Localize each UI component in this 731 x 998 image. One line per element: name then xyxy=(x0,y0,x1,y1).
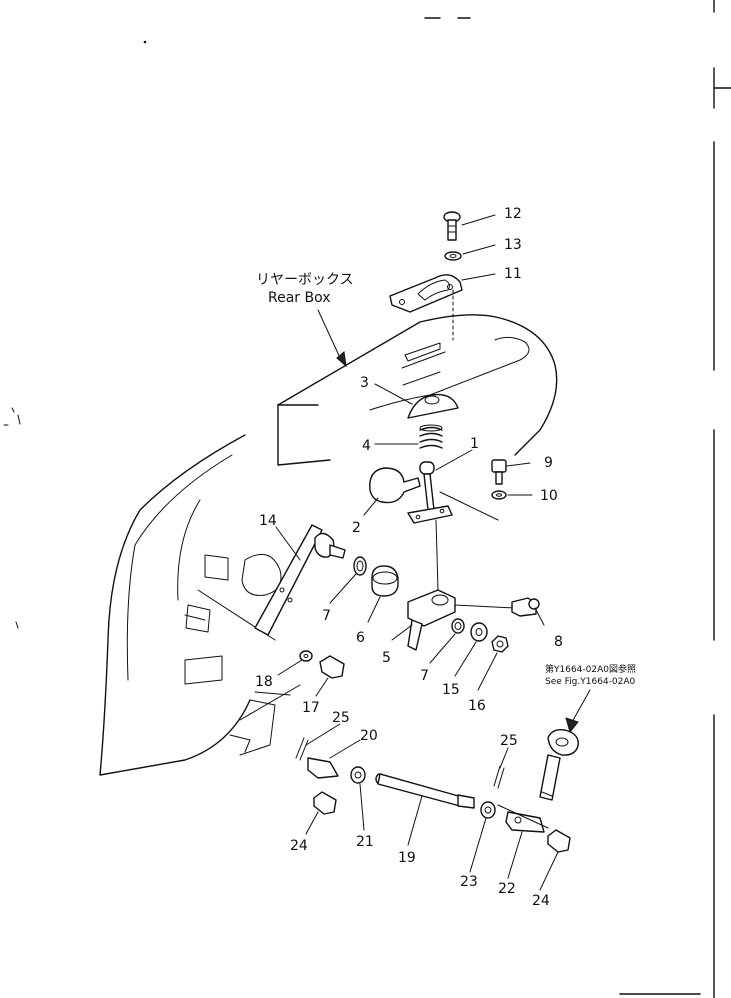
o-ring-7b xyxy=(451,618,465,634)
washer-15 xyxy=(470,622,488,642)
callout-5: 5 xyxy=(382,650,391,666)
callout-7a: 7 xyxy=(322,608,331,624)
knob-2 xyxy=(369,467,421,504)
callout-16: 16 xyxy=(468,698,486,714)
referenced-assembly xyxy=(539,728,579,801)
pin-25b xyxy=(493,765,505,789)
rear-box-caption: リヤーボックス Rear Box xyxy=(256,272,354,306)
rod-19 xyxy=(375,773,475,809)
bracket-5 xyxy=(407,589,456,651)
callout-21: 21 xyxy=(356,834,374,850)
callout-4: 4 xyxy=(362,438,371,454)
callout-25b: 25 xyxy=(500,733,518,749)
callout-25a: 25 xyxy=(332,710,350,726)
guide-plate-11 xyxy=(389,274,463,313)
nut-23 xyxy=(480,801,496,819)
bushing-6 xyxy=(371,565,399,597)
rear-box-label-en: Rear Box xyxy=(268,290,331,306)
lever-1 xyxy=(407,461,453,524)
ball-joint-8 xyxy=(511,597,540,617)
reference-note-jp: 第Y1664-02A0図参照 xyxy=(545,663,636,675)
plate-14 xyxy=(254,524,346,636)
callout-9: 9 xyxy=(544,455,553,471)
callout-20: 20 xyxy=(360,728,378,744)
callout-3: 3 xyxy=(360,375,369,391)
callout-10: 10 xyxy=(540,488,558,504)
callout-12: 12 xyxy=(504,206,522,222)
bolt-24a xyxy=(313,791,337,815)
callout-11: 11 xyxy=(504,266,522,282)
callout-18: 18 xyxy=(255,674,273,690)
scan-specks xyxy=(3,40,147,629)
callout-13: 13 xyxy=(504,237,522,253)
nut-16 xyxy=(491,635,509,653)
bolt-9 xyxy=(491,459,507,485)
o-ring-7a xyxy=(353,556,367,576)
page-border-marks xyxy=(424,0,731,998)
callout-24b: 24 xyxy=(532,893,550,909)
washer-18 xyxy=(299,650,313,662)
nut-21 xyxy=(350,766,366,784)
reference-note-en: See Fig.Y1664-02A0 xyxy=(545,677,636,687)
callout-1: 1 xyxy=(470,436,479,452)
rear-box-label-jp: リヤーボックス xyxy=(256,272,354,288)
bolt-17 xyxy=(319,655,345,679)
bolt-24b xyxy=(547,829,571,853)
yoke-20 xyxy=(307,757,339,779)
leader-lines xyxy=(275,214,591,891)
pin-25a xyxy=(295,737,309,761)
yoke-22 xyxy=(505,811,545,833)
callout-8: 8 xyxy=(554,634,563,650)
washer-10 xyxy=(491,490,507,500)
bolt-12 xyxy=(443,211,461,241)
callout-14: 14 xyxy=(259,513,277,529)
part-number-callouts: 12 13 11 3 4 1 2 9 10 14 7 6 5 7 15 16 8… xyxy=(255,206,563,909)
washer-13 xyxy=(444,251,462,261)
callout-2: 2 xyxy=(352,520,361,536)
callout-7b: 7 xyxy=(420,668,429,684)
callout-24a: 24 xyxy=(290,838,308,854)
callout-15: 15 xyxy=(442,682,460,698)
callout-6: 6 xyxy=(356,630,365,646)
reference-note: 第Y1664-02A0図参照 See Fig.Y1664-02A0 xyxy=(545,663,636,687)
callout-23: 23 xyxy=(460,874,478,890)
callout-19: 19 xyxy=(398,850,416,866)
callout-17: 17 xyxy=(302,700,320,716)
boot-3 xyxy=(407,393,459,419)
callout-22: 22 xyxy=(498,881,516,897)
spring-4 xyxy=(419,424,443,449)
